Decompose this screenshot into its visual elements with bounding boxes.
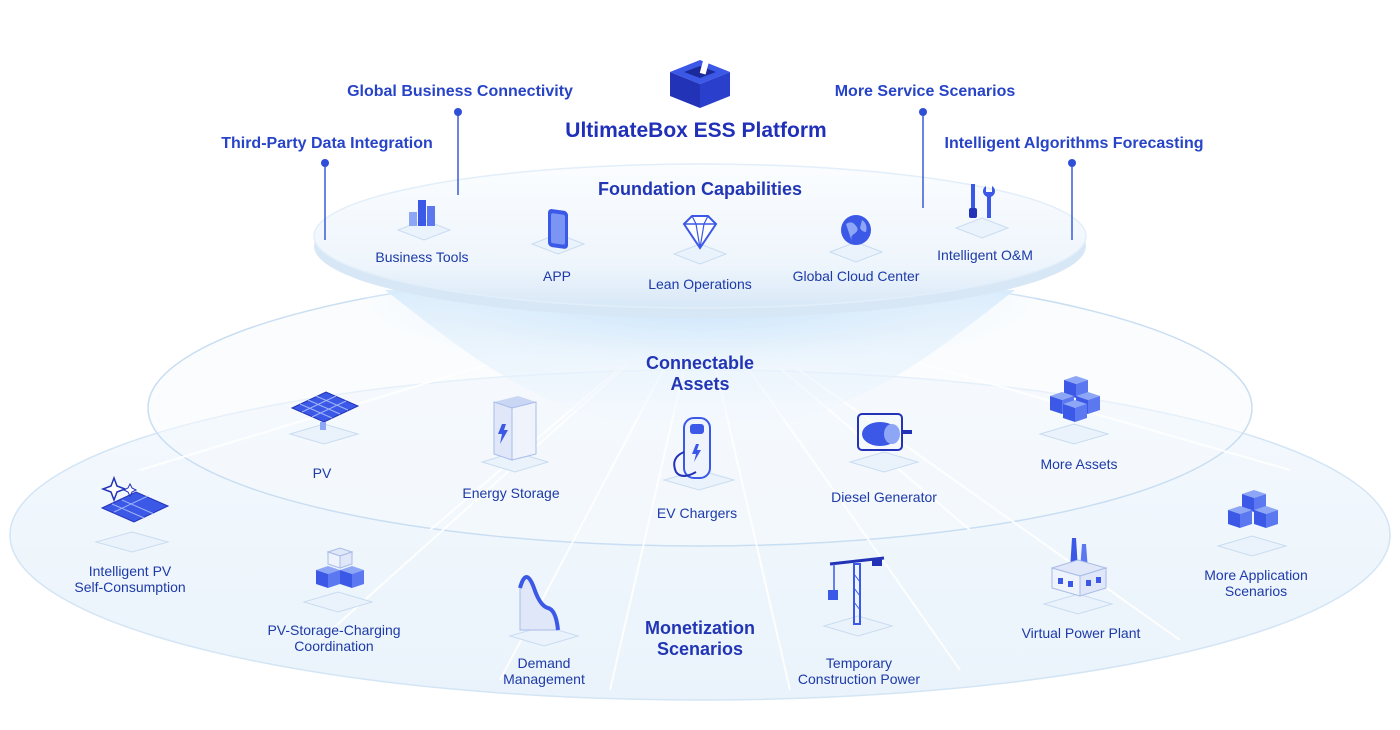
monetization-item-label: Temporary Construction Power	[798, 655, 920, 687]
ev-charger-icon	[662, 417, 736, 491]
globe-icon	[828, 215, 884, 263]
demand-curve-icon	[508, 575, 580, 647]
diamond-icon	[672, 215, 728, 265]
asset-item-label: Energy Storage	[462, 485, 560, 501]
monetization-item-line2: Scenarios	[1224, 583, 1288, 599]
monetization-item-line1: Virtual Power Plant	[1021, 625, 1141, 641]
monetization-item-line1: PV-Storage-Charging	[267, 622, 401, 638]
sparkle-solar-icon	[94, 475, 170, 553]
platform-title: UltimateBox ESS Platform	[565, 119, 827, 142]
monetization-item-label: Virtual Power Plant	[1022, 625, 1141, 641]
monetization-heading-line1: Monetization	[645, 618, 755, 638]
monetization-heading: Monetization Scenarios	[645, 618, 755, 660]
callout-third-party: Third-Party Data Integration	[221, 135, 433, 152]
bar-chart-icon	[396, 200, 452, 241]
assets-heading-line2: Assets	[670, 374, 730, 394]
monetization-item-line2: Self-Consumption	[74, 579, 186, 595]
callout-more-service: More Service Scenarios	[834, 83, 1016, 100]
wrench-screwdriver-icon	[954, 184, 1010, 239]
monetization-item-line1: More Application	[1204, 567, 1308, 583]
generator-icon	[848, 413, 920, 473]
stacked-cubes-icon	[302, 547, 374, 613]
asset-item-label: Diesel Generator	[831, 489, 937, 505]
asset-item-label: PV	[312, 465, 332, 481]
factory-icon	[1042, 538, 1114, 615]
foundation-heading: Foundation Capabilities	[597, 179, 803, 199]
foundation-item-label: Intelligent O&M	[937, 247, 1033, 263]
monetization-item-line1: Demand	[517, 655, 571, 671]
cubes-icon	[1216, 490, 1288, 557]
monetization-item-label: Intelligent PV Self-Consumption	[74, 563, 185, 595]
callout-lines	[324, 112, 1073, 240]
callout-global-business: Global Business Connectivity	[347, 83, 573, 100]
ultimatebox-cube-icon	[670, 54, 730, 108]
monetization-item-line1: Intelligent PV	[88, 563, 172, 579]
monetization-item-label: More Application Scenarios	[1204, 567, 1308, 599]
foundation-item-label: APP	[542, 268, 572, 284]
monetization-item-label: Demand Management	[503, 655, 585, 687]
monetization-item-line2: Management	[503, 671, 585, 687]
callout-intelligent-algorithms: Intelligent Algorithms Forecasting	[944, 135, 1204, 152]
monetization-item-label: PV-Storage-Charging Coordination	[267, 622, 400, 654]
monetization-heading-line2: Scenarios	[656, 639, 744, 659]
foundation-item-label: Lean Operations	[648, 276, 752, 292]
assets-heading: Connectable Assets	[646, 353, 754, 395]
foundation-item-label: Business Tools	[375, 249, 469, 265]
monetization-item-line1: Temporary	[825, 655, 893, 671]
solar-panel-icon	[288, 391, 360, 445]
assets-heading-line1: Connectable	[645, 353, 755, 373]
monetization-item-line2: Coordination	[294, 638, 374, 654]
foundation-item-label: Global Cloud Center	[792, 268, 920, 284]
asset-item-label: EV Chargers	[656, 505, 738, 521]
monetization-item-line2: Construction Power	[797, 671, 921, 687]
battery-cabinet-icon	[480, 396, 550, 473]
crane-icon	[822, 556, 894, 637]
cubes-icon	[1038, 376, 1110, 445]
phone-icon	[530, 209, 586, 255]
asset-item-label: More Assets	[1040, 456, 1118, 472]
